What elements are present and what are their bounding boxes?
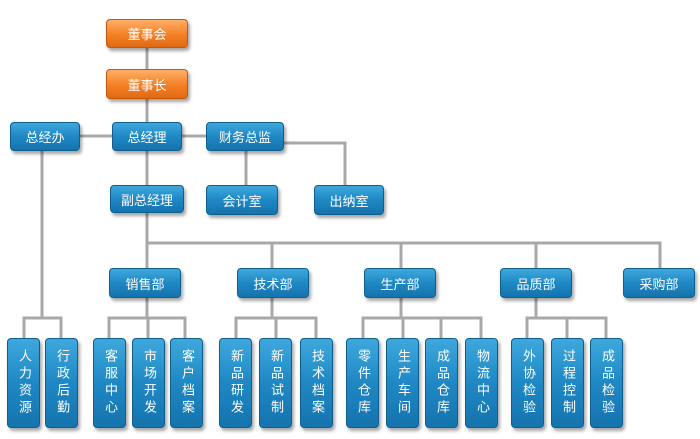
board-box: 董事会: [106, 19, 188, 48]
gm-box: 总经理: [112, 122, 182, 151]
unit-logistics-center-box: 物流中心: [465, 338, 498, 428]
unit-product-inspection-box: 成品检验: [590, 338, 623, 428]
cashier-room-box: 出纳室: [314, 185, 384, 215]
chairman-box: 董事长: [106, 69, 188, 99]
dept-production-box: 生产部: [364, 268, 436, 298]
unit-new-product-dev-box: 新品研发: [219, 338, 252, 428]
unit-tech-archive-box: 技术档案: [300, 338, 333, 428]
gm-office-box: 总经办: [10, 122, 80, 151]
dept-quality-box: 品质部: [500, 268, 572, 298]
unit-outsource-inspection-box: 外协检验: [511, 338, 544, 428]
unit-process-control-box: 过程控制: [551, 338, 584, 428]
dept-purchasing-box: 采购部: [623, 268, 695, 298]
unit-new-product-trial-box: 新品试制: [259, 338, 292, 428]
deputy-gm-box: 副总经理: [110, 185, 184, 213]
unit-customer-archive-box: 客户档案: [170, 338, 203, 428]
dept-tech-box: 技术部: [237, 268, 309, 298]
unit-market-dev-box: 市场开发: [132, 338, 165, 428]
unit-product-warehouse-box: 成品仓库: [425, 338, 458, 428]
unit-customer-service-box: 客服中心: [93, 338, 126, 428]
unit-admin-logistics-box: 行政后勤: [45, 338, 78, 428]
finance-director-box: 财务总监: [206, 122, 284, 151]
unit-workshop-box: 生产车间: [386, 338, 419, 428]
accounting-room-box: 会计室: [206, 185, 278, 215]
unit-parts-warehouse-box: 零件仓库: [346, 338, 379, 428]
unit-hr-box: 人力资源: [7, 338, 40, 428]
dept-sales-box: 销售部: [109, 268, 181, 298]
